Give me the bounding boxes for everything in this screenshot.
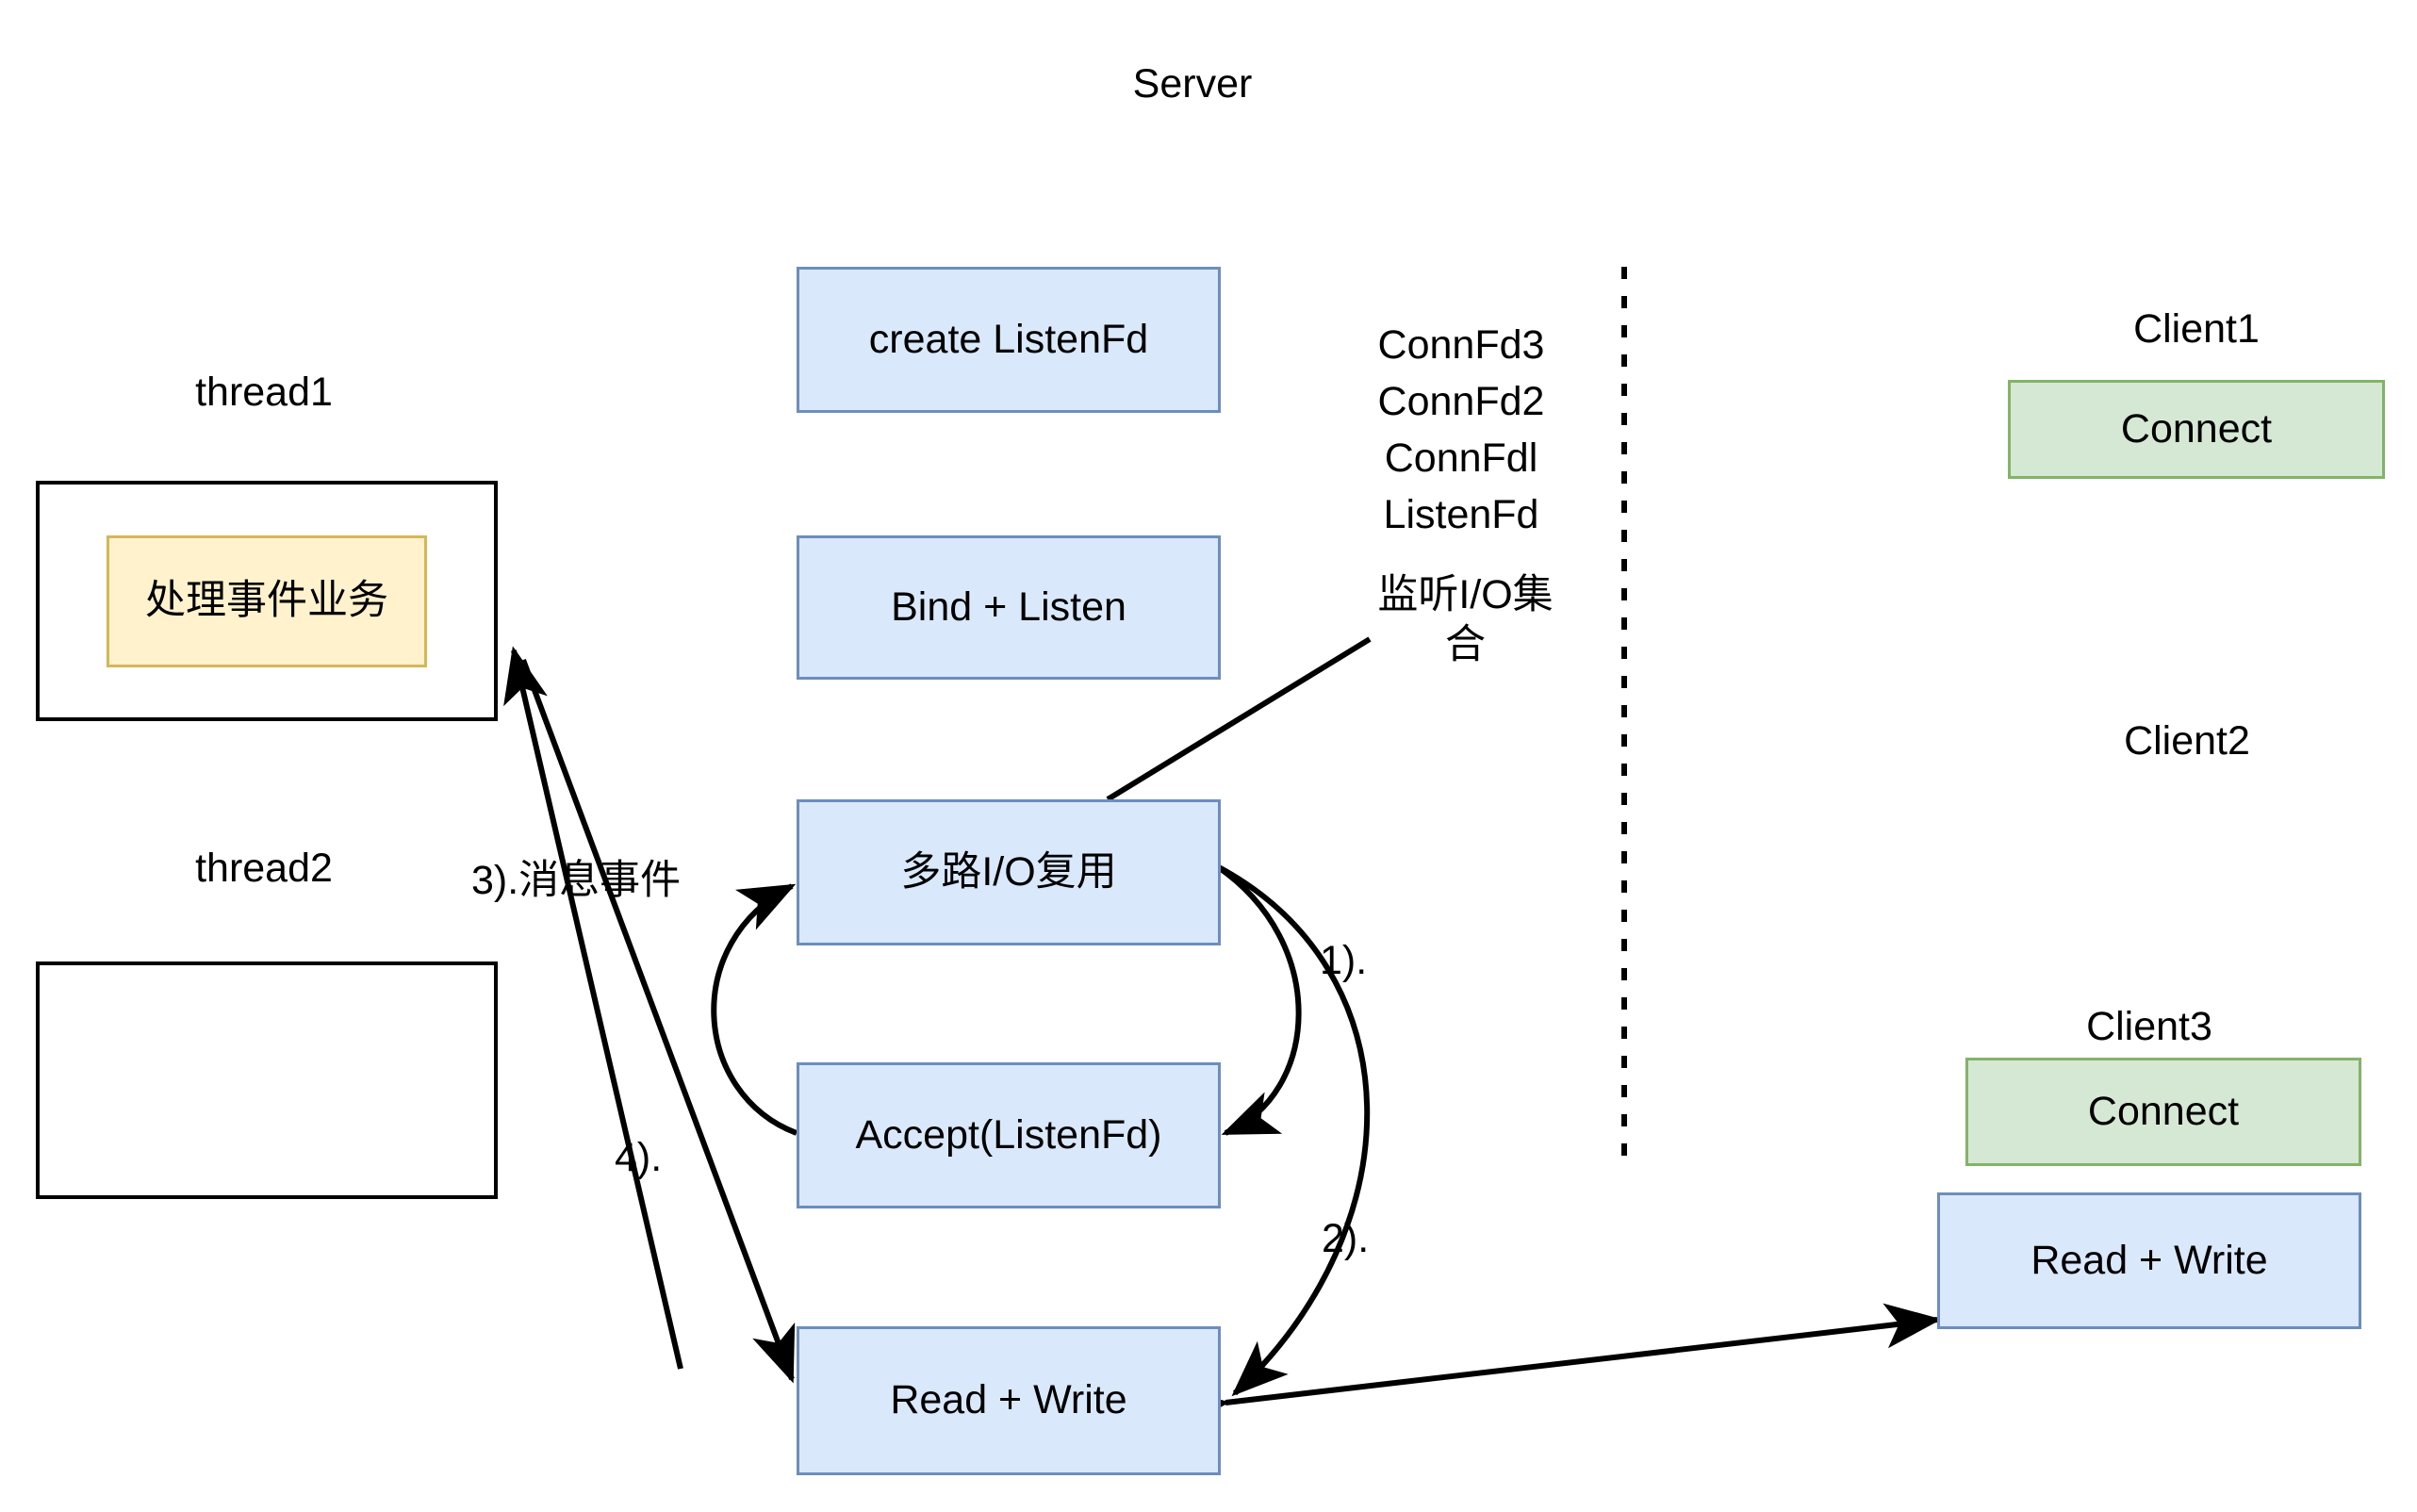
client1-label: Client1 xyxy=(2133,306,2260,352)
edge-3-readwrite-to-thread1 xyxy=(503,646,683,1370)
flow-step-accept[interactable]: Accept(ListenFd) xyxy=(797,1062,1221,1208)
page-title: Server xyxy=(1132,61,1253,107)
flow-step-multiplex[interactable]: 多路I/O复用 xyxy=(797,799,1221,945)
fdset-entry-connfd1: ConnFdl xyxy=(1384,436,1538,481)
fdset-entry-connfd3: ConnFd3 xyxy=(1377,322,1545,368)
edge-label-1: 1). xyxy=(1320,938,1368,983)
fdset-caption: 监听I/O集 合 xyxy=(1377,572,1554,667)
edge-4-thread1-to-readwrite xyxy=(520,658,796,1384)
client1-connect-box[interactable]: Connect xyxy=(2008,380,2385,479)
thread1-box[interactable]: 处理事件业务 xyxy=(36,481,498,721)
flow-step-readwrite[interactable]: Read + Write xyxy=(797,1326,1221,1475)
edge-label-3: 3).消息事件 xyxy=(471,858,682,903)
client3-connect-box[interactable]: Connect xyxy=(1965,1058,2361,1166)
accept-to-multiplex-loop xyxy=(711,883,798,1136)
client3-label: Client3 xyxy=(2086,1004,2212,1049)
edge-server-client3-readwrite xyxy=(1171,1303,1942,1432)
edge-label-2: 2). xyxy=(1322,1216,1370,1261)
thread2-box[interactable] xyxy=(36,961,498,1199)
edge-label-4: 4). xyxy=(615,1135,663,1180)
fdset-entry-connfd2: ConnFd2 xyxy=(1377,379,1545,424)
thread1-task-box[interactable]: 处理事件业务 xyxy=(107,534,427,667)
client2-label: Client2 xyxy=(2124,718,2250,764)
client3-readwrite-box[interactable]: Read + Write xyxy=(1937,1192,2361,1329)
edge-1-multiplex-to-accept xyxy=(1215,863,1302,1136)
fdset-entry-listenfd: ListenFd xyxy=(1383,492,1539,537)
flow-step-bind-listen[interactable]: Bind + Listen xyxy=(797,535,1221,680)
thread2-label: thread2 xyxy=(195,846,333,891)
flow-step-create-listenfd[interactable]: create ListenFd xyxy=(797,267,1221,413)
thread1-label: thread1 xyxy=(195,370,333,415)
